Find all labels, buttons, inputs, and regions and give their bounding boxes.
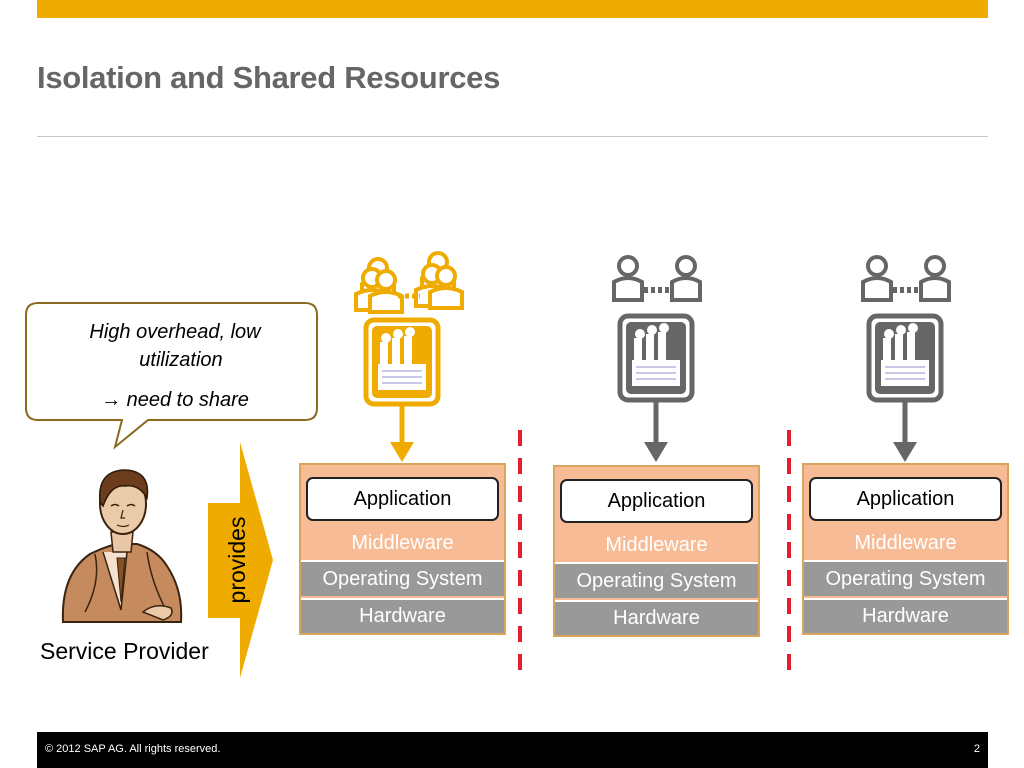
user-pair-icon bbox=[612, 255, 702, 462]
callout-line-2: utilization bbox=[139, 349, 223, 371]
top-accent-bar bbox=[37, 0, 988, 18]
operating-system-layer: Operating System bbox=[555, 562, 758, 598]
hardware-layer: Hardware bbox=[804, 598, 1007, 633]
operating-system-layer: Operating System bbox=[804, 560, 1007, 596]
application-layer: Application bbox=[809, 477, 1002, 521]
slide-title: Isolation and Shared Resources bbox=[37, 60, 501, 95]
footer-bar: © 2012 SAP AG. All rights reserved. 2 bbox=[37, 732, 988, 768]
callout-text: High overhead, low utilization → need to… bbox=[40, 318, 310, 414]
title-divider bbox=[37, 136, 988, 137]
callout-line-1: High overhead, low bbox=[89, 321, 261, 343]
middleware-layer: Middleware bbox=[854, 532, 957, 554]
businessman-icon bbox=[61, 469, 183, 623]
provides-label: provides bbox=[224, 516, 250, 604]
application-layer: Application bbox=[306, 477, 499, 521]
operating-system-layer: Operating System bbox=[301, 560, 504, 596]
user-group-icon bbox=[354, 251, 464, 462]
tenant-stack: Application Middleware Operating System … bbox=[802, 463, 1009, 635]
callout-line-3: → need to share bbox=[101, 389, 249, 411]
hardware-layer: Hardware bbox=[301, 598, 504, 633]
isolation-divider bbox=[787, 430, 791, 682]
footer-copyright: © 2012 SAP AG. All rights reserved. bbox=[45, 743, 221, 755]
middleware-layer: Middleware bbox=[351, 532, 454, 554]
hardware-layer: Hardware bbox=[555, 600, 758, 635]
isolation-divider bbox=[518, 430, 522, 682]
middleware-layer: Middleware bbox=[605, 534, 708, 556]
speech-bubble bbox=[25, 302, 318, 450]
page-number: 2 bbox=[973, 743, 980, 755]
tenant-stack: Application Middleware Operating System … bbox=[553, 465, 760, 637]
user-pair-icon bbox=[861, 255, 951, 462]
tenant-stack: Application Middleware Operating System … bbox=[299, 463, 506, 635]
application-layer: Application bbox=[560, 479, 753, 523]
provides-arrow bbox=[208, 442, 273, 678]
service-provider-label: Service Provider bbox=[40, 638, 209, 664]
